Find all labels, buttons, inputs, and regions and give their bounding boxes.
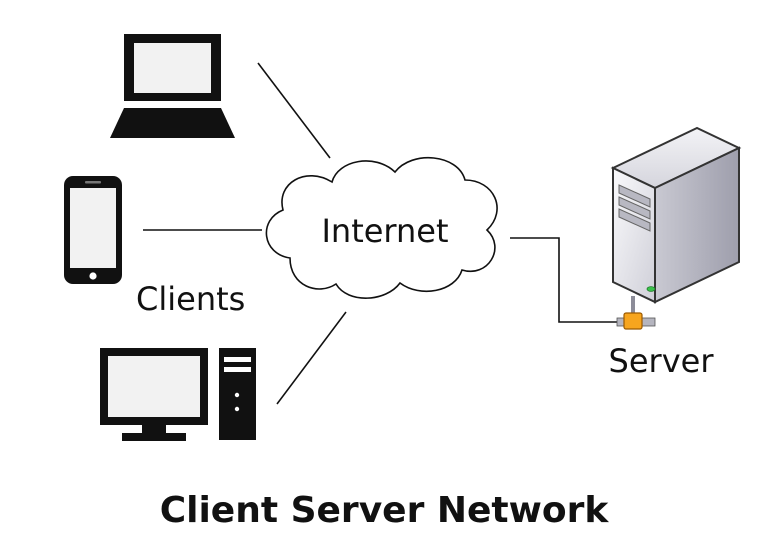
server-tower-icon [610,126,742,330]
cloud-icon [265,156,498,299]
monitor-icon [100,348,208,441]
desktop-computer-icon [100,348,256,441]
server-connection-line [510,237,617,323]
laptop-icon [110,34,235,138]
internet-cloud: Internet [265,156,498,299]
computer-tower-icon [219,348,256,440]
laptop-connection-line [257,62,331,159]
internet-label: Internet [321,212,448,250]
desktop-connection-line [276,311,347,405]
network-connector-icon [616,312,656,330]
clients-label: Clients [136,280,245,318]
status-led-icon [646,286,656,292]
smartphone-icon [64,176,122,284]
diagram-title: Client Server Network [160,490,610,531]
server-label: Server [609,342,715,380]
